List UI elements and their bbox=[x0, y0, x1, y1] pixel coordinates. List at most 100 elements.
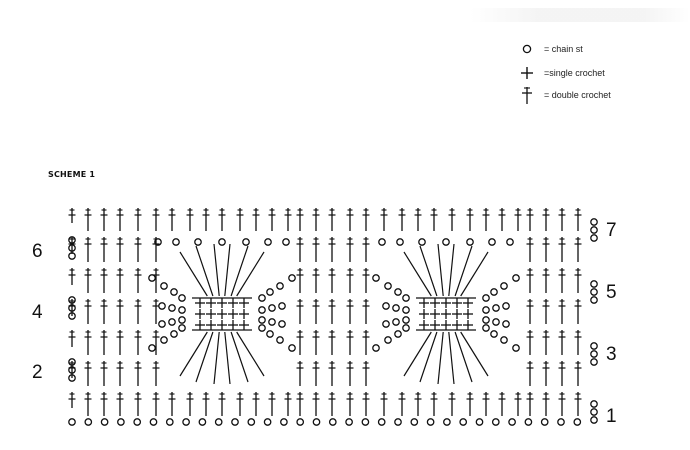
single-crochet-icon bbox=[516, 65, 538, 81]
chain-stitch bbox=[158, 320, 166, 328]
chain-stitch bbox=[247, 418, 256, 426]
motif-spoke bbox=[230, 331, 249, 383]
chain-stitch bbox=[506, 238, 514, 246]
chain-stitch bbox=[68, 418, 76, 426]
chain-stitch bbox=[491, 418, 500, 426]
chain-stitch bbox=[214, 418, 223, 426]
chain-stitch bbox=[133, 418, 142, 426]
chain-stitch bbox=[231, 418, 239, 426]
chain-stitch bbox=[459, 418, 468, 426]
chain-stitch bbox=[296, 418, 305, 426]
chain-stitch bbox=[500, 282, 508, 290]
chain-stitch bbox=[384, 282, 392, 290]
chain-stitch bbox=[158, 302, 166, 310]
motif-spoke bbox=[437, 331, 444, 385]
chain-stitch bbox=[590, 350, 598, 358]
motif-spoke bbox=[236, 251, 265, 297]
chain-stitch bbox=[218, 238, 226, 246]
chain-stitch bbox=[160, 336, 168, 344]
motif-spoke bbox=[179, 331, 208, 377]
chain-stitch bbox=[194, 238, 202, 246]
motif-spoke bbox=[454, 331, 473, 383]
chain-stitch bbox=[382, 302, 390, 310]
motif-spoke bbox=[437, 243, 444, 297]
chain-stitch bbox=[258, 294, 266, 302]
stitch-grid bbox=[68, 208, 598, 426]
chain-stitch bbox=[382, 320, 390, 328]
chain-stitch bbox=[590, 296, 598, 304]
motif-spoke bbox=[236, 331, 265, 377]
chain-stitch bbox=[442, 238, 450, 246]
chain-stitch bbox=[508, 418, 516, 426]
chain-stitch bbox=[282, 238, 290, 246]
chain-stitch bbox=[154, 238, 162, 246]
chain-stitch bbox=[278, 320, 286, 328]
chain-stitch bbox=[264, 238, 272, 246]
legend-item-chain: = chain st bbox=[516, 40, 583, 58]
chain-stitch bbox=[258, 316, 266, 324]
chain-stitch bbox=[590, 280, 598, 288]
chain-stitch bbox=[266, 288, 274, 296]
chain-stitch bbox=[573, 418, 582, 426]
chain-stitch bbox=[590, 358, 598, 366]
row-number-4: 4 bbox=[32, 302, 43, 323]
chain-stitch bbox=[492, 318, 500, 326]
chain-stitch bbox=[377, 418, 386, 426]
chain-stitch bbox=[165, 418, 174, 426]
chain-stitch bbox=[168, 304, 176, 312]
motif-spoke bbox=[230, 245, 249, 297]
chain-stitch bbox=[590, 342, 598, 350]
chain-icon bbox=[516, 43, 538, 55]
chain-stitch bbox=[198, 418, 207, 426]
chain-stitch bbox=[402, 306, 410, 314]
chain-stitch bbox=[263, 418, 272, 426]
motif-spoke bbox=[213, 243, 220, 297]
motif-spoke bbox=[460, 331, 489, 377]
faded-header-strip bbox=[470, 8, 690, 22]
motif-spoke bbox=[224, 243, 231, 297]
chain-stitch bbox=[402, 294, 410, 302]
chain-stitch bbox=[396, 238, 404, 246]
chain-stitch bbox=[512, 344, 520, 352]
chain-stitch bbox=[394, 330, 402, 338]
motif-spoke bbox=[460, 251, 489, 297]
chain-stitch bbox=[384, 336, 392, 344]
chain-stitch bbox=[410, 418, 419, 426]
row-number-5: 5 bbox=[606, 282, 617, 303]
motif-spoke bbox=[195, 331, 214, 383]
row-number-3: 3 bbox=[606, 344, 617, 365]
chain-stitch bbox=[482, 306, 490, 314]
chain-stitch bbox=[242, 238, 250, 246]
double-crochet-icon bbox=[516, 85, 538, 105]
motif-spoke bbox=[213, 331, 220, 385]
chain-stitch bbox=[148, 274, 156, 282]
chain-stitch bbox=[502, 320, 510, 328]
chain-stitch bbox=[100, 418, 109, 426]
chain-stitch bbox=[394, 288, 402, 296]
row-number-1: 1 bbox=[606, 406, 617, 427]
motif-spoke bbox=[195, 245, 214, 297]
row-number-6: 6 bbox=[32, 241, 43, 262]
chain-stitch bbox=[361, 418, 370, 426]
chain-stitch bbox=[378, 238, 386, 246]
chain-stitch bbox=[500, 336, 508, 344]
scheme-title: SCHEME 1 bbox=[48, 170, 96, 179]
legend-label-single-crochet: =single crochet bbox=[544, 68, 605, 78]
chain-stitch bbox=[466, 238, 474, 246]
chain-stitch bbox=[372, 274, 380, 282]
row-number-2: 2 bbox=[32, 362, 43, 383]
chain-stitch bbox=[160, 282, 168, 290]
chain-stitch bbox=[168, 318, 176, 326]
chain-stitch bbox=[278, 302, 286, 310]
chain-stitch bbox=[426, 418, 435, 426]
chain-stitch bbox=[590, 416, 598, 424]
chain-stitch bbox=[557, 418, 565, 426]
motif-spoke bbox=[224, 331, 231, 385]
chain-stitch bbox=[172, 238, 180, 246]
motif-spoke bbox=[419, 245, 438, 297]
chain-stitch bbox=[512, 274, 520, 282]
chain-stitch bbox=[402, 324, 410, 332]
chain-stitch bbox=[482, 294, 490, 302]
